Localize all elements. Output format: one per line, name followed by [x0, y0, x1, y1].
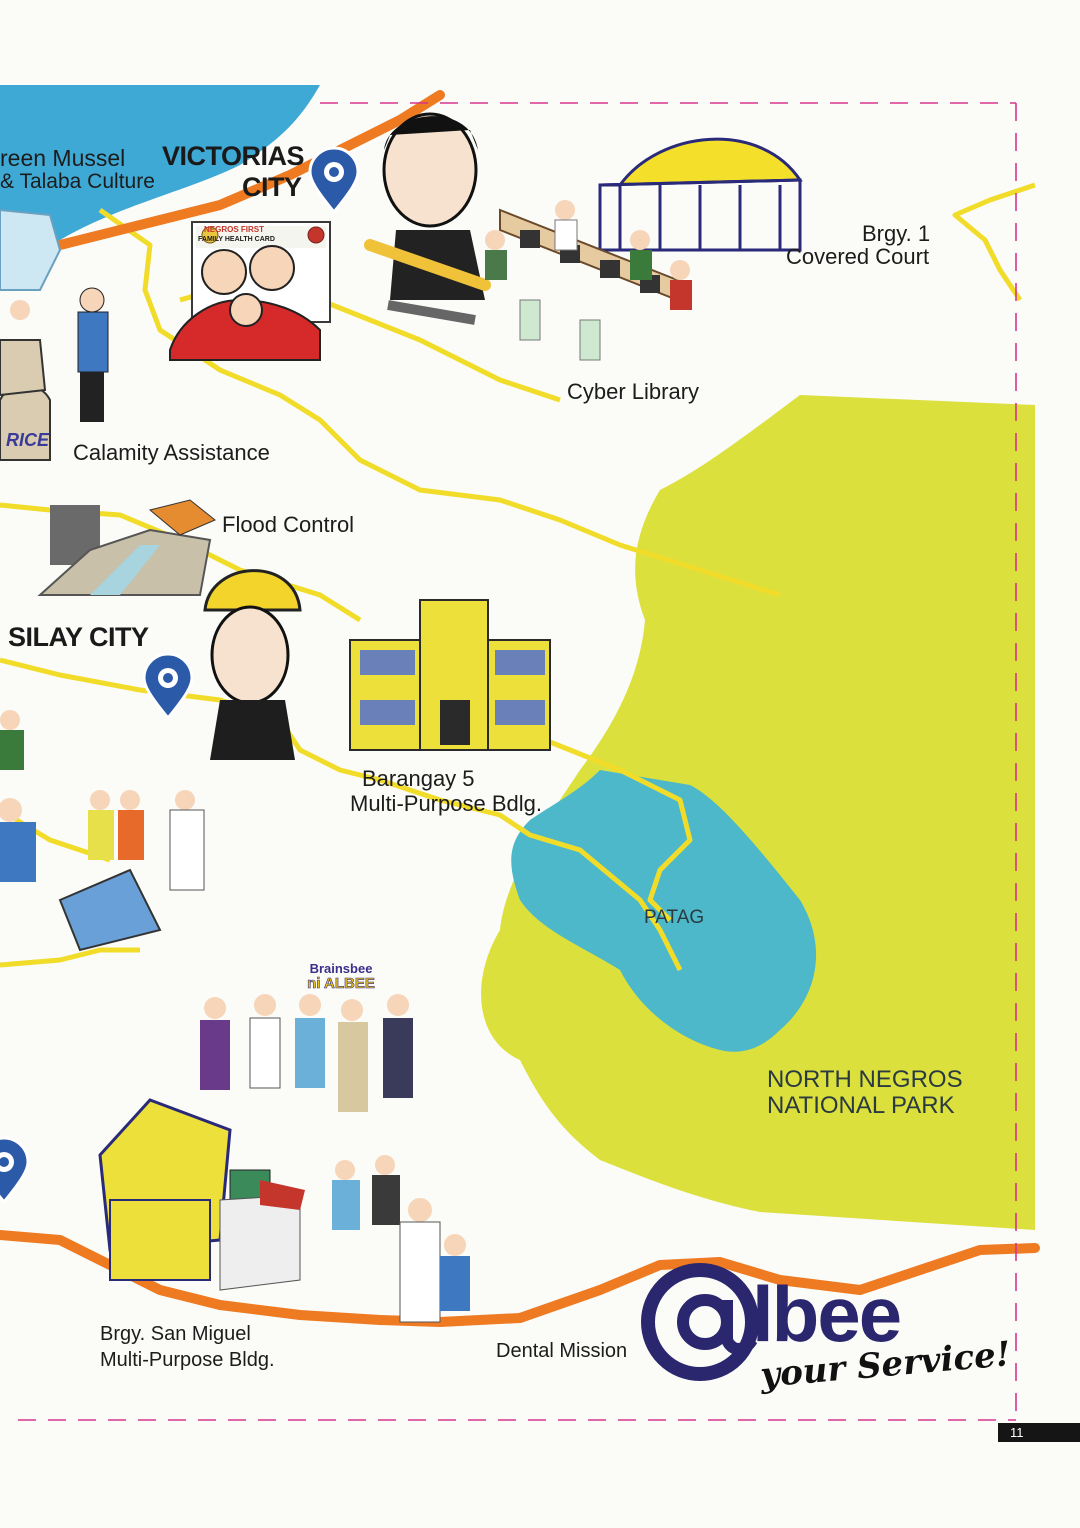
covered-court-illustration	[598, 137, 803, 252]
brgy1-label-line2: Covered Court	[786, 244, 930, 269]
mussel-label-line1: reen Mussel	[0, 145, 126, 171]
health-card-subtitle: FAMILY HEALTH CARD	[198, 236, 275, 243]
san-miguel-label-line1: Brgy. San Miguel	[100, 1323, 251, 1345]
silay-city-label: SILAY CITY	[8, 622, 149, 652]
caricature-with-pencil	[364, 112, 491, 325]
map-pin-icon[interactable]	[142, 652, 194, 721]
brgy1-label-line1: Brgy. 1	[862, 221, 931, 246]
map-pin-icon[interactable]	[0, 1136, 30, 1205]
logo-wordmark: lbee	[752, 1270, 902, 1358]
brainsbee-logo: Brainsbee ni ALBEE	[286, 962, 396, 992]
dental-mission-label: Dental Mission	[496, 1340, 628, 1362]
road-yellow-6	[0, 947, 140, 968]
mussel-label-line2: & Talaba Culture	[0, 170, 155, 193]
cyber-library-illustration	[485, 200, 692, 361]
patag-label: PATAG	[644, 907, 705, 928]
north-negros-national-park	[481, 395, 1035, 1230]
brainsbee-subtitle: ni ALBEE	[307, 975, 375, 992]
barangay-5-building	[349, 599, 551, 751]
flood-control-illustration	[37, 499, 216, 596]
health-card-illustration	[169, 221, 331, 361]
barangay5-label-line2: Multi-Purpose Bdlg.	[350, 791, 542, 816]
calamity-assistance-illustration	[0, 287, 109, 461]
page-number: 11	[998, 1423, 1080, 1442]
livelihood-illustration	[0, 710, 205, 952]
flood-control-label: Flood Control	[222, 512, 355, 537]
cyber-library-label: Cyber Library	[567, 379, 700, 404]
albee-service-logo: lbee your Service!	[640, 1262, 1020, 1402]
engineer-caricature	[203, 569, 302, 760]
brainsbee-students	[200, 994, 413, 1112]
victorias-city-label-line1: VICTORIAS	[162, 141, 305, 171]
park-label-line2: NATIONAL PARK	[767, 1092, 955, 1119]
albee-logo-at-symbol	[641, 1263, 759, 1381]
barangay5-label-line1: Barangay 5	[362, 766, 475, 791]
sea-area	[0, 85, 320, 260]
brainsbee-title: Brainsbee	[309, 961, 373, 976]
san-miguel-building	[98, 1098, 305, 1291]
dental-mission-illustration	[332, 1155, 470, 1323]
road-yellow-1	[98, 207, 781, 598]
rice-sack-label: RICE	[6, 430, 50, 450]
victorias-city-label-line2: CITY	[242, 172, 302, 202]
calamity-assistance-label: Calamity Assistance	[73, 440, 270, 465]
park-label-line1: NORTH NEGROS	[767, 1066, 963, 1093]
map-pin-icon[interactable]	[308, 146, 360, 215]
mussel-culture-illustration	[0, 208, 62, 291]
san-miguel-label-line2: Multi-Purpose Bldg.	[100, 1349, 275, 1371]
road-orange-north	[0, 90, 445, 267]
health-card-title: NEGROS FIRST	[204, 225, 265, 234]
road-yellow-7	[519, 727, 693, 922]
road-yellow-8	[952, 182, 1036, 302]
